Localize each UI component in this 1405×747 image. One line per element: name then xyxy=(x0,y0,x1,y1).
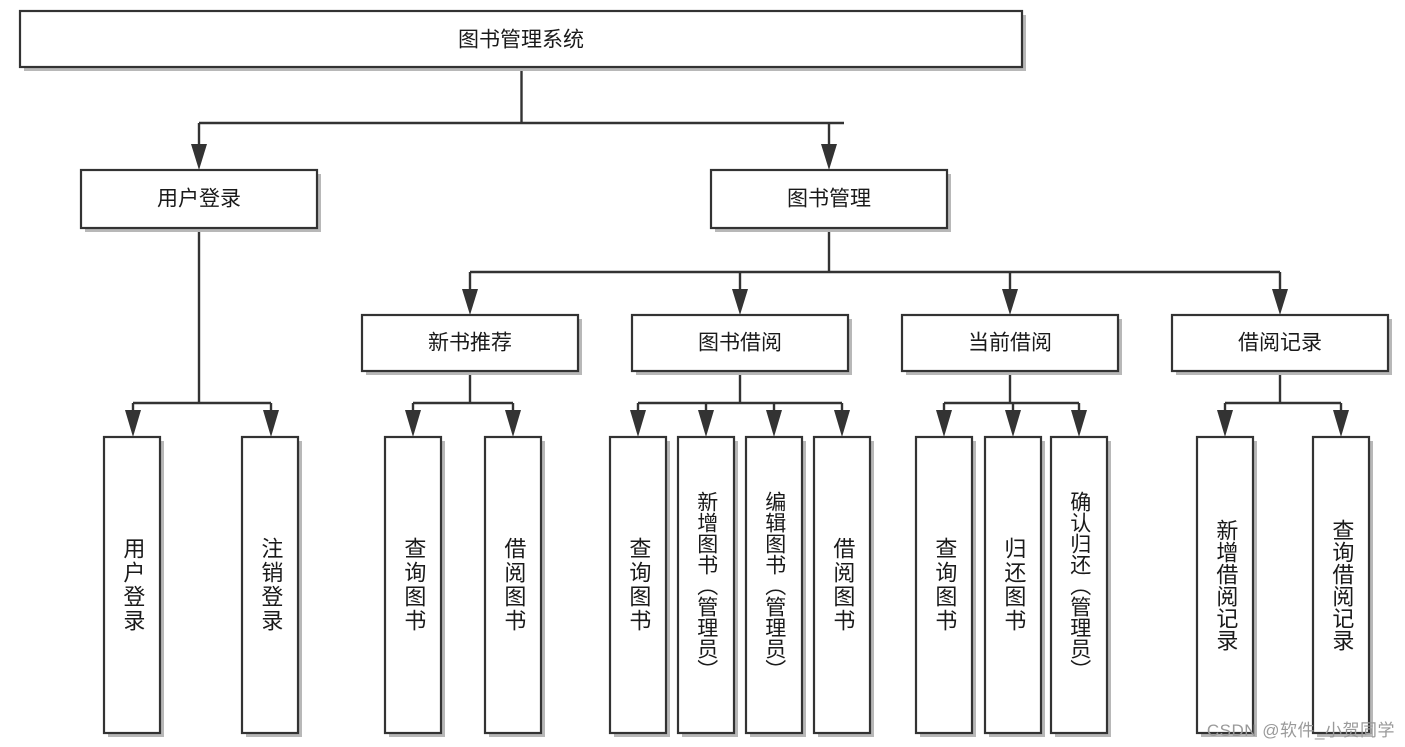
node-root-system-box[interactable] xyxy=(18,9,1024,69)
leaf-box-query-borrow-record[interactable] xyxy=(1311,435,1371,735)
arrow-current-l1-icon xyxy=(936,410,952,437)
arrow-borrow-l2-icon xyxy=(698,410,714,437)
arrow-records-l1-icon xyxy=(1217,410,1233,437)
arrow-userlogin-leaf1-icon xyxy=(125,410,141,437)
leaf-box-user-login[interactable] xyxy=(102,435,162,735)
node-user-login[interactable]: 用户登录 xyxy=(79,168,321,232)
leaf-box-confirm-return-admin[interactable] xyxy=(1049,435,1109,735)
arrow-bookmgmt-records-icon xyxy=(1272,289,1288,315)
connector-group-root xyxy=(191,67,844,170)
node-user-login-label: 用户登录 xyxy=(157,188,241,211)
leaf-box-query-book-1[interactable] xyxy=(383,435,443,735)
node-current-borrow[interactable]: 当前借阅 xyxy=(900,313,1122,375)
node-user-login-box[interactable] xyxy=(79,168,319,230)
node-new-book-recommend-box[interactable] xyxy=(360,313,580,373)
node-borrow-records[interactable]: 借阅记录 xyxy=(1170,313,1392,375)
node-book-borrow-label: 图书借阅 xyxy=(698,332,782,355)
leaf-box-edit-book-admin[interactable] xyxy=(744,435,804,735)
connector-group-borrow xyxy=(630,375,850,437)
node-current-borrow-box[interactable] xyxy=(900,313,1120,373)
csdn-watermark: CSDN @软件_小贺同学 xyxy=(1206,721,1395,740)
arrow-records-l2-icon xyxy=(1333,410,1349,437)
leaf-box-borrow-book-2[interactable] xyxy=(812,435,872,735)
node-book-borrow-box[interactable] xyxy=(630,313,850,373)
node-book-management[interactable]: 图书管理 xyxy=(709,168,951,232)
node-book-management-box[interactable] xyxy=(709,168,949,230)
node-new-book-recommend-label: 新书推荐 xyxy=(428,332,512,355)
arrow-current-l3-icon xyxy=(1071,410,1087,437)
arrow-root-to-userlogin-icon xyxy=(191,144,207,170)
connector-group-records xyxy=(1217,375,1349,437)
arrow-current-l2-icon xyxy=(1005,410,1021,437)
arrow-newbooks-l2-icon xyxy=(505,410,521,437)
arrow-bookmgmt-borrow-icon xyxy=(732,289,748,315)
leaf-box-query-book-3[interactable] xyxy=(914,435,974,735)
connector-group-current xyxy=(936,375,1087,437)
arrow-newbooks-l1-icon xyxy=(405,410,421,437)
arrow-borrow-l3-icon xyxy=(766,410,782,437)
node-borrow-records-box[interactable] xyxy=(1170,313,1390,373)
leaf-box-logout[interactable] xyxy=(240,435,300,735)
node-current-borrow-label: 当前借阅 xyxy=(968,332,1052,355)
connector-group-userlogin xyxy=(125,232,279,437)
arrow-borrow-l4-icon xyxy=(834,410,850,437)
arrow-userlogin-leaf2-icon xyxy=(263,410,279,437)
leaf-box-add-borrow-record[interactable] xyxy=(1195,435,1255,735)
arrow-borrow-l1-icon xyxy=(630,410,646,437)
leaf-box-group xyxy=(102,435,1373,737)
node-new-book-recommend[interactable]: 新书推荐 xyxy=(360,313,582,375)
leaf-box-add-book-admin[interactable] xyxy=(676,435,736,735)
arrow-bookmgmt-current-icon xyxy=(1002,289,1018,315)
connector-group-newbooks xyxy=(405,375,521,437)
leaf-box-borrow-book-1[interactable] xyxy=(483,435,543,735)
node-root-system-label: 图书管理系统 xyxy=(458,29,584,52)
node-book-management-label: 图书管理 xyxy=(787,188,871,211)
node-book-borrow[interactable]: 图书借阅 xyxy=(630,313,852,375)
leaf-box-query-book-2[interactable] xyxy=(608,435,668,735)
arrow-root-to-bookmgmt-icon xyxy=(821,144,837,170)
leaf-box-return-book[interactable] xyxy=(983,435,1043,735)
connector-group-bookmgmt xyxy=(462,232,1288,315)
arrow-bookmgmt-newbooks-icon xyxy=(462,289,478,315)
node-borrow-records-label: 借阅记录 xyxy=(1238,332,1322,355)
node-root-system[interactable]: 图书管理系统 xyxy=(18,9,1026,71)
